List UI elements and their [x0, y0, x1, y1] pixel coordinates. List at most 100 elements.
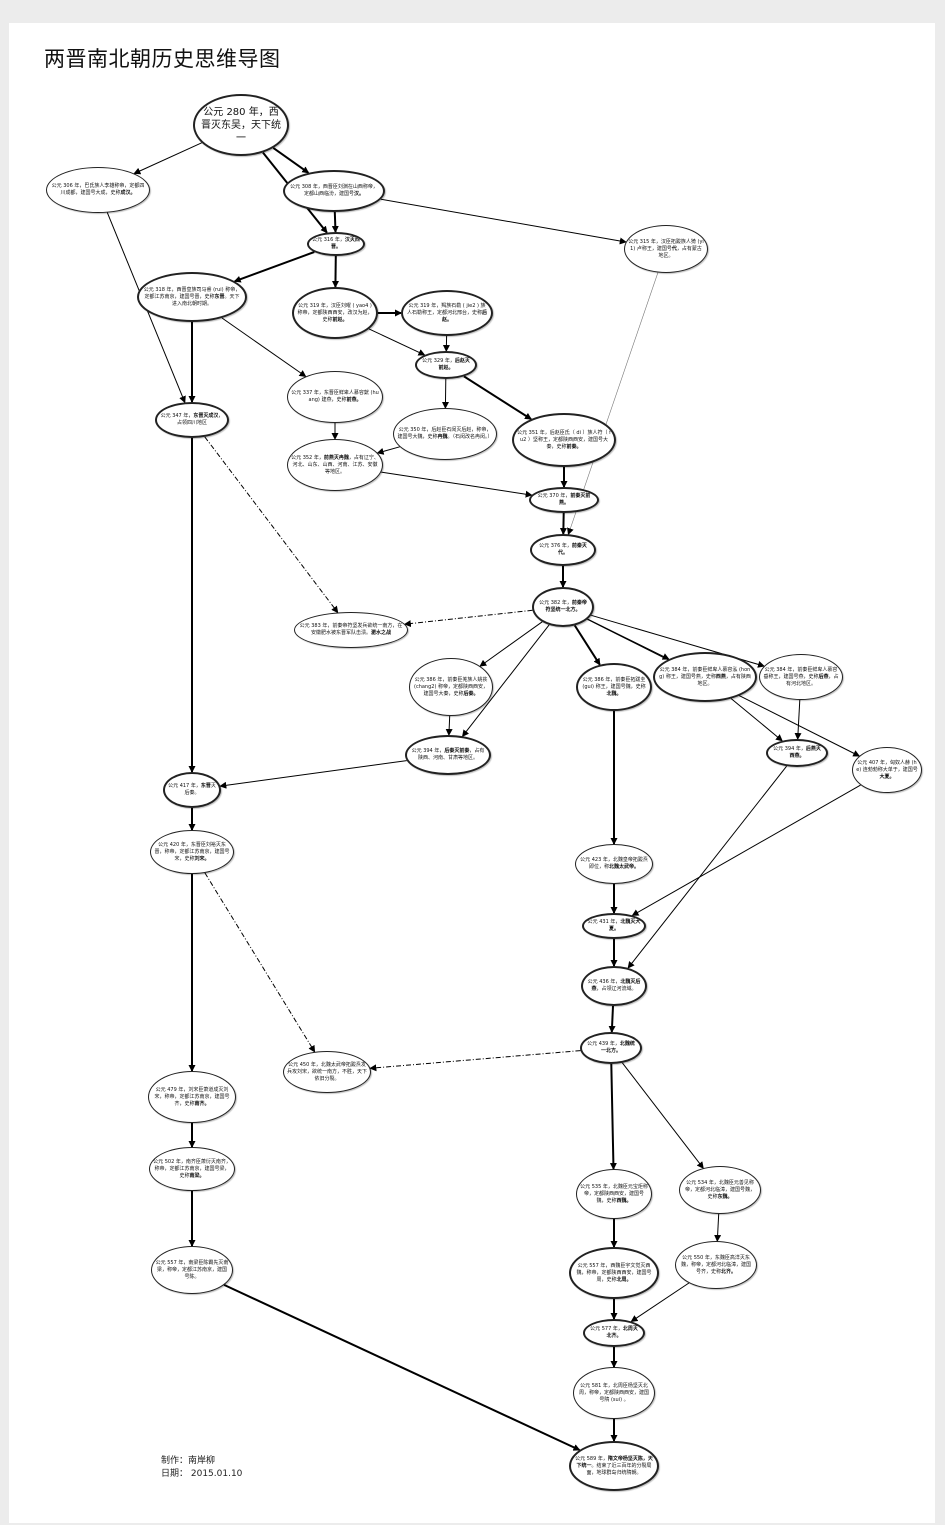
- event-highlight: 西魏。: [616, 1197, 632, 1204]
- event-node-text: 公元 316 年，汉灭西晋。: [309, 237, 363, 251]
- event-text: 公元 308 年，西晋臣刘渊在山西称帝，定都山西临汾，建国号: [290, 184, 378, 197]
- edge-n550-to-n577: [630, 1282, 690, 1322]
- event-node-306: 公元 306 年，巴氐族人李雄称帝，定都四川成都，建国号大成，史称成汉。: [46, 167, 150, 213]
- event-node-text: 公元 581 年，北周臣杨坚灭北周，称帝，定都陕西西安，建国号隋 (sui) 。: [574, 1383, 654, 1404]
- event-node-text: 公元 337 年，东晋臣鲜卑人慕容皝 (huang) 建燕，史称前燕。: [288, 390, 382, 404]
- edge-n280-to-n308: [272, 147, 310, 174]
- event-text: 公元 329 年，: [422, 358, 455, 364]
- event-node-text: 公元 417 年，东晋灭后秦。: [165, 783, 219, 797]
- event-node-text: 公元 318 年，西晋皇族司马睿 (rui) 称帝，定都江苏南京，建国号晋，史称…: [139, 287, 245, 308]
- event-text: 公元 479 年，刘宋臣萧道成灭刘宋，称帝，定都江苏南京，建国号齐，史称: [154, 1086, 230, 1107]
- event-text: 公元 577 年，: [590, 1326, 623, 1332]
- event-highlight: 东魏。: [717, 1193, 733, 1200]
- event-node-450: 公元 450 年，北魏太武帝拓跋焘发兵攻刘宋，欲统一南方，不胜，天下依旧分裂。: [283, 1051, 371, 1093]
- event-highlight: 前燕灭冉魏: [323, 454, 349, 461]
- event-text: 公元 370 年，: [537, 493, 571, 499]
- event-node-420: 公元 420 年，东晋臣刘裕灭东晋，称帝，定都江苏南京，建国号宋，史称刘宋。: [150, 830, 234, 874]
- edge-n439-to-n535: [609, 1063, 617, 1170]
- event-highlight: 北魏灭后燕: [591, 979, 641, 992]
- event-text: 公元 384 年，前秦臣鲜卑人慕容垂称王，建国号燕，史称: [763, 666, 838, 680]
- event-node-407: 公元 407 年，匈奴人赫 (he) 连勃勃称大单于，建国号大夏。: [852, 747, 922, 793]
- event-text-tail: 。天下进入南北朝时期。: [171, 293, 240, 307]
- event-node-text: 公元 384 年，前秦臣鲜卑人慕容泓 (hong) 称王，建国号燕，史称西燕，占…: [655, 667, 755, 688]
- event-highlight: 东晋: [214, 293, 225, 300]
- edge-n280-to-n306: [133, 142, 202, 175]
- event-text: 公元 382 年，: [539, 600, 572, 606]
- edge-n319a-to-n329: [368, 328, 426, 356]
- event-text-tail: 灭后秦。: [184, 783, 216, 796]
- event-highlight: 前秦灭前燕。: [558, 493, 591, 506]
- event-text: 公元 534 年，北魏臣元善见称帝，定都河北临漳，建国号魏，史称: [684, 1179, 755, 1200]
- event-text-tail: ，占有河北地区。: [785, 673, 839, 687]
- event-text: 公元 589 年，: [575, 1455, 608, 1462]
- event-node-479: 公元 479 年，刘宋臣萧道成灭刘宋，称帝，定都江苏南京，建国号齐，史称南齐。: [148, 1071, 236, 1123]
- event-text: 公元 337 年，东晋臣鲜卑人慕容皝 (huang) 建燕，史称: [291, 390, 379, 403]
- event-text: 公元 352 年，: [291, 454, 324, 461]
- event-node-text: 公元 306 年，巴氐族人李雄称帝，定都四川成都，建国号大成，史称成汉。: [47, 183, 149, 197]
- event-text: 公元 407 年，匈奴人赫 (he) 连勃勃称大单于，建国号: [856, 759, 918, 773]
- event-text: 公元 319 年，羯族石勒 ( jie2 ) 族人石勒称王，定都河北邢台，史称: [406, 302, 486, 316]
- event-text: 公元 306 年，巴氐族人李雄称帝，定都四川成都，建国号大成，史称: [51, 183, 145, 196]
- event-highlight: 后赵。: [441, 309, 488, 323]
- event-text: 公元 347 年，: [160, 413, 194, 419]
- edge-n394b-to-n436: [627, 765, 787, 969]
- event-text: 公元 318 年，西晋皇族司马睿 (rui) 称帝，定都江苏南京，建国号晋，史称: [143, 286, 241, 300]
- edge-n350-to-n352: [376, 446, 400, 455]
- edge-n439-to-n450: [369, 1050, 581, 1072]
- event-text: 公元 280 年，西晋灭东吴，天下统一: [201, 106, 281, 144]
- event-highlight: 后赵灭前赵。: [438, 358, 470, 371]
- event-node-394a: 公元 394 年，后秦灭前秦，占有陕西、河南、甘肃等地区。: [405, 735, 491, 775]
- event-node-589: 公元 589 年，隋文帝杨坚灭陈，天下统一。结束了近三百年的分裂局面，地球群岛归…: [569, 1441, 659, 1491]
- event-node-text: 公元 352 年，前燕灭冉魏，占有辽宁、河北、山东、山西、河南、江苏、安徽等地区…: [288, 455, 382, 476]
- event-node-386b: 公元 386 年，前秦臣拓跋圭 (gui) 称王，建国号魏，史称北魏。: [576, 663, 652, 711]
- event-text: 公元 436 年，: [587, 979, 621, 985]
- event-highlight: 代: [671, 245, 677, 252]
- event-highlight: 西燕: [715, 673, 726, 680]
- edge-n318-to-n337: [221, 317, 307, 377]
- event-text: 公元 581 年，北周臣杨坚灭北周，称帝，定都陕西西安，建国号隋 (sui) 。: [578, 1382, 649, 1403]
- edge-n382-to-n386b: [573, 624, 601, 666]
- event-text: 公元 417 年，: [168, 783, 201, 789]
- event-highlight: 隋文帝杨坚灭陈，天下统一: [576, 1455, 653, 1469]
- event-node-text: 公元 319 年，羯族石勒 ( jie2 ) 族人石勒称王，定都河北邢台，史称后…: [403, 303, 491, 324]
- event-node-319b: 公元 319 年，羯族石勒 ( jie2 ) 族人石勒称王，定都河北邢台，史称后…: [401, 290, 493, 336]
- event-node-436: 公元 436 年，北魏灭后燕，占领辽河流域。: [581, 966, 647, 1006]
- event-highlight: 北周。: [616, 1276, 632, 1283]
- event-node-text: 公元 550 年，东魏臣高洋灭东魏，称帝，定都河北临漳，建国号齐，史称北齐。: [676, 1255, 756, 1276]
- event-node-384a: 公元 384 年，前秦臣鲜卑人慕容泓 (hong) 称王，建国号燕，史称西燕，占…: [653, 652, 757, 702]
- event-node-text: 公元 386 年，前秦臣羌族人姚苌 (chang2) 称帝，定都陕西西安，建国号…: [410, 677, 492, 698]
- event-highlight: 北周灭北齐。: [606, 1326, 638, 1339]
- event-highlight: 前燕。: [346, 397, 362, 403]
- event-node-535: 公元 535 年，北魏臣元宝炬称帝，定都陕西西安，建国号魏，史称西魏。: [576, 1169, 652, 1219]
- event-node-417: 公元 417 年，东晋灭后秦。: [163, 772, 221, 808]
- edge-n308-to-n315: [380, 198, 627, 245]
- event-text: 公元 386 年，前秦臣拓跋圭 (gui) 称王，建国号魏，史称: [582, 676, 646, 690]
- edge-n420-to-n450: [204, 872, 316, 1053]
- event-highlight: 北魏。: [606, 690, 622, 697]
- event-text-tail: ，占领辽河流域。: [596, 986, 637, 992]
- event-highlight: 汉灭西晋。: [330, 237, 360, 250]
- edge-n308-to-n316: [331, 211, 339, 233]
- event-highlight: 汉。: [354, 191, 365, 197]
- event-text-tail: ，占有辽宁、河北、山东、山西、河南、江苏、安徽等地区。: [292, 454, 379, 475]
- event-node-text: 公元 436 年，北魏灭后燕，占领辽河流域。: [583, 979, 645, 993]
- event-highlight: 后燕: [818, 673, 829, 680]
- event-text: 公元 550 年，东魏臣高洋灭东魏，称帝，定都河北临漳，建国号齐，史称: [680, 1254, 751, 1275]
- event-node-text: 公元 423 年，北魏皇帝拓跋焘即位，称北魏太武帝。: [576, 857, 652, 871]
- event-node-text: 公元 384 年，前秦臣鲜卑人慕容垂称王，建国号燕，史称后燕，占有河北地区。: [760, 667, 842, 688]
- event-node-352: 公元 352 年，前燕灭冉魏，占有辽宁、河北、山东、山西、河南、江苏、安徽等地区…: [287, 439, 383, 491]
- event-node-text: 公元 450 年，北魏太武帝拓跋焘发兵攻刘宋，欲统一南方，不胜，天下依旧分裂。: [284, 1062, 370, 1083]
- event-highlight: 大夏。: [879, 773, 895, 780]
- event-highlight: 北魏统一北方。: [600, 1041, 635, 1054]
- event-highlight: 东晋灭成汉: [193, 413, 219, 419]
- event-text: 公元 315 年，汉臣拓跋族人猗 (yi1) 卢称王，建国号: [628, 238, 704, 252]
- event-text: 公元 350 年，后赵臣石闵灭后赵，称帝，建国号大魏，史称: [397, 427, 492, 440]
- event-text: 公元 439 年，: [587, 1041, 620, 1047]
- event-node-text: 公元 370 年，前秦灭前燕。: [531, 493, 597, 507]
- event-node-text: 公元 502 年，南齐臣萧衍灭南齐，称帝，定都江苏南京，建国号梁，史称南梁。: [150, 1159, 234, 1180]
- event-highlight: 淝水之战: [371, 630, 392, 636]
- footer: 制作：南岸柳 日期： 2015.01.10: [161, 1455, 242, 1481]
- event-node-text: 公元 535 年，北魏臣元宝炬称帝，定都陕西西安，建国号魏，史称西魏。: [577, 1184, 651, 1205]
- event-text: 公元 420 年，东晋臣刘裕灭东晋，称帝，定都江苏南京，建国号宋，史称: [154, 841, 230, 862]
- event-text-tail: ，占有陕西、河南、甘肃等地区。: [417, 748, 485, 761]
